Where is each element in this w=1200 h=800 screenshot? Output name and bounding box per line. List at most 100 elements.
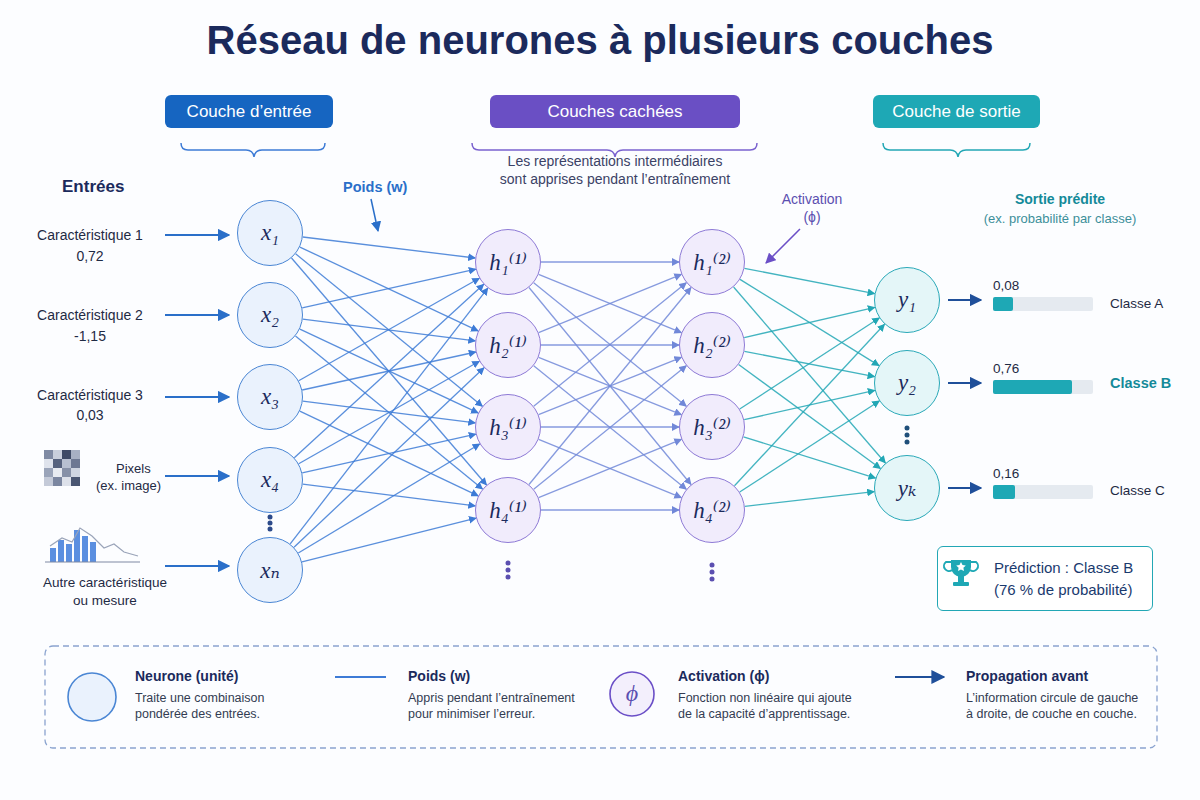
text-label: Activation (ϕ) xyxy=(772,190,852,226)
pixel xyxy=(53,477,62,486)
text-label: Caractéristique 3 xyxy=(20,386,160,404)
weight-connection xyxy=(541,261,679,262)
hidden-neuron: h₁⁽¹⁾ xyxy=(475,229,541,295)
layer-header: Couches cachées xyxy=(490,95,740,128)
weight-connection xyxy=(298,444,479,553)
pixel xyxy=(44,468,53,477)
weight-connection xyxy=(534,283,687,406)
icon-bar xyxy=(58,540,64,562)
pixel xyxy=(44,459,53,468)
input-arrow xyxy=(165,314,229,316)
node-label: Couche de sortie xyxy=(892,102,1021,122)
dot xyxy=(710,563,715,568)
dot xyxy=(905,433,910,438)
node-label: h₁⁽¹⁾ xyxy=(489,249,527,276)
text-label: Classe C xyxy=(1110,482,1165,500)
input-neuron: x₂ xyxy=(237,282,303,348)
legend-neuron-sample xyxy=(68,673,116,721)
weight-connection xyxy=(744,268,874,293)
text-label: 0,16 xyxy=(993,465,1019,483)
output-neuron: y₂ xyxy=(874,350,940,416)
output-neuron: y₁ xyxy=(874,267,940,333)
pixel xyxy=(53,468,62,477)
hidden-neuron: h₂⁽²⁾ xyxy=(679,312,745,378)
pixel xyxy=(62,468,71,477)
text-label: 0,03 xyxy=(20,406,160,424)
weight-connection xyxy=(534,366,687,489)
layer-header: Couche d’entrée xyxy=(165,95,333,128)
weight-connection xyxy=(534,366,687,489)
weight-connection xyxy=(294,368,484,548)
input-arrow xyxy=(165,234,229,236)
output-arrow xyxy=(948,382,981,384)
output-arrow xyxy=(948,487,981,489)
weight-connection xyxy=(302,269,476,308)
hidden-neuron: h₃⁽²⁾ xyxy=(679,394,745,460)
text-label: Caractéristique 2 xyxy=(20,306,160,324)
pixel xyxy=(71,468,80,477)
node-label: h₃⁽¹⁾ xyxy=(489,414,527,441)
ellipsis-dots xyxy=(506,561,715,582)
leader-arrow xyxy=(371,199,378,231)
weight-connection xyxy=(739,365,881,469)
weight-connection xyxy=(302,518,476,562)
leader-arrow xyxy=(766,229,800,263)
node-label: h₄⁽²⁾ xyxy=(693,497,731,524)
node-label: Couche d’entrée xyxy=(187,102,312,122)
dot xyxy=(268,515,273,520)
legend-label: Activation (ϕ) xyxy=(678,667,769,685)
pixel xyxy=(44,450,53,459)
weight-connection xyxy=(529,288,691,485)
probability-bar-track xyxy=(993,297,1093,311)
pixel xyxy=(71,477,80,486)
weight-connection xyxy=(534,283,687,406)
node-label: Prédiction : Classe B xyxy=(994,557,1133,579)
icon-bar xyxy=(66,544,72,562)
text-label: Autre caractéristique ou mesure xyxy=(39,574,171,609)
icon-bar xyxy=(82,536,88,562)
output-neuron: yₖ xyxy=(874,455,940,521)
weight-connection xyxy=(735,324,885,486)
weight-connection xyxy=(294,284,483,457)
weight-connection xyxy=(302,434,476,473)
layer-bracket xyxy=(181,143,325,157)
text-label: 0,08 xyxy=(993,277,1019,295)
weight-connection xyxy=(299,278,480,380)
text-label: Poids (w) xyxy=(343,178,407,197)
text-label: Classe B xyxy=(1110,374,1171,393)
ellipsis-dots xyxy=(905,426,910,445)
weight-connection xyxy=(292,258,487,485)
node-label: y₂ xyxy=(898,370,916,396)
text-label: 0,72 xyxy=(20,247,160,265)
node-label: x₁ xyxy=(261,220,279,246)
pixel xyxy=(71,450,80,459)
bar-chart-icon xyxy=(45,528,140,562)
text-label: 0,76 xyxy=(993,360,1019,378)
weight-connection xyxy=(300,247,478,331)
dot xyxy=(268,521,273,526)
input-arrow xyxy=(165,396,229,398)
hidden-neuron: h₃⁽¹⁾ xyxy=(475,394,541,460)
layer-header: Couche de sortie xyxy=(873,95,1040,128)
node-label: yₖ xyxy=(898,475,917,502)
node-label: h₂⁽²⁾ xyxy=(693,332,731,359)
legend-propagation-sample xyxy=(895,676,944,678)
node-label: x₃ xyxy=(261,384,279,410)
hidden-neuron: h₄⁽¹⁾ xyxy=(475,477,541,543)
weight-connection xyxy=(740,318,880,409)
text-label: Traite une combinaison pondérée des entr… xyxy=(135,690,295,723)
text-label: Les représentations intermédiaires sont … xyxy=(494,152,736,188)
weight-connection xyxy=(299,361,480,463)
weight-connection xyxy=(296,336,483,489)
pixel xyxy=(44,477,53,486)
pixel xyxy=(53,459,62,468)
dot xyxy=(506,568,511,573)
pixel xyxy=(62,450,71,459)
diagram-title: Réseau de neurones à plusieurs couches xyxy=(0,18,1200,63)
node-label: xₙ xyxy=(260,557,280,584)
text-label: Entrées xyxy=(62,176,124,198)
weight-connection xyxy=(529,288,691,485)
input-neuron: xₙ xyxy=(237,537,303,603)
input-neuron: x₃ xyxy=(237,364,303,430)
